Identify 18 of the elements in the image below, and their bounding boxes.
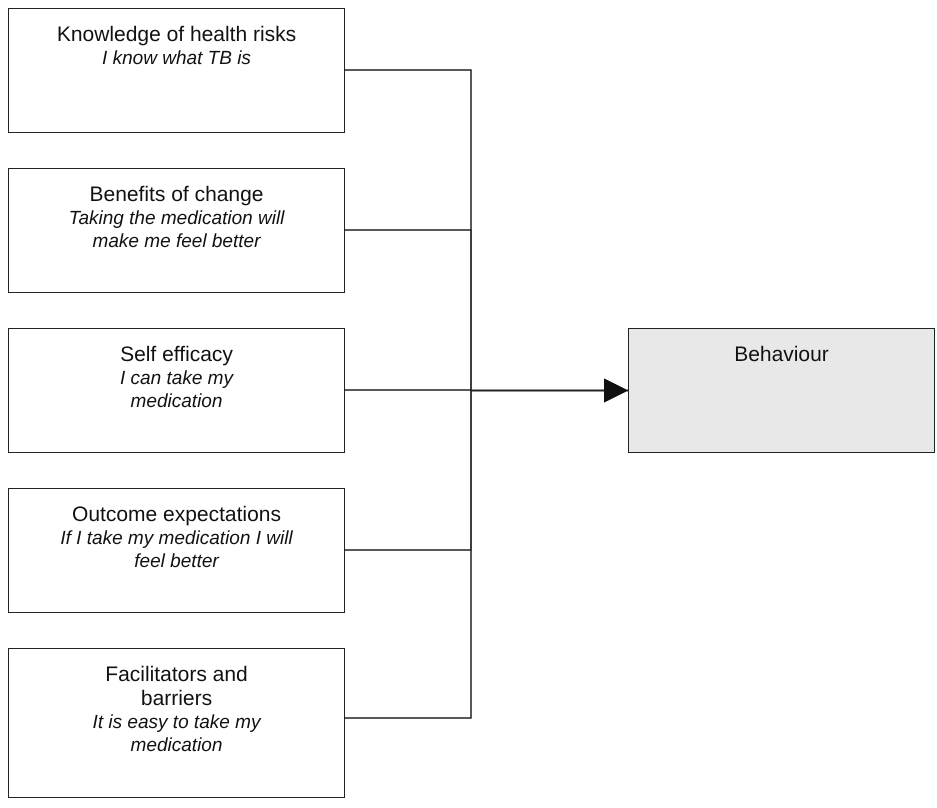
example-quote: If I take my medication I will feel better bbox=[59, 527, 294, 573]
factor-heading: Benefits of change bbox=[90, 183, 264, 207]
factor-heading: Outcome expectations bbox=[72, 503, 281, 527]
example-quote: I know what TB is bbox=[102, 47, 251, 70]
factor-heading: Self efficacy bbox=[120, 343, 233, 367]
factor-heading: Facilitators and barriers bbox=[104, 663, 249, 711]
factor-box bbox=[8, 648, 345, 798]
factor-box bbox=[8, 168, 345, 293]
example-quote: Taking the medication will make me feel better bbox=[68, 207, 286, 253]
factor-heading: Knowledge of health risks bbox=[56, 23, 296, 47]
connector-arrow bbox=[345, 378, 628, 719]
factor-box bbox=[8, 8, 345, 133]
factor-heading: Behaviour bbox=[734, 343, 829, 367]
example-quote: I can take my medication bbox=[119, 367, 235, 413]
example-quote: It is easy to take my medication bbox=[92, 711, 262, 757]
outcome-box bbox=[628, 328, 935, 453]
factor-box bbox=[8, 328, 345, 453]
factor-box bbox=[8, 488, 345, 613]
